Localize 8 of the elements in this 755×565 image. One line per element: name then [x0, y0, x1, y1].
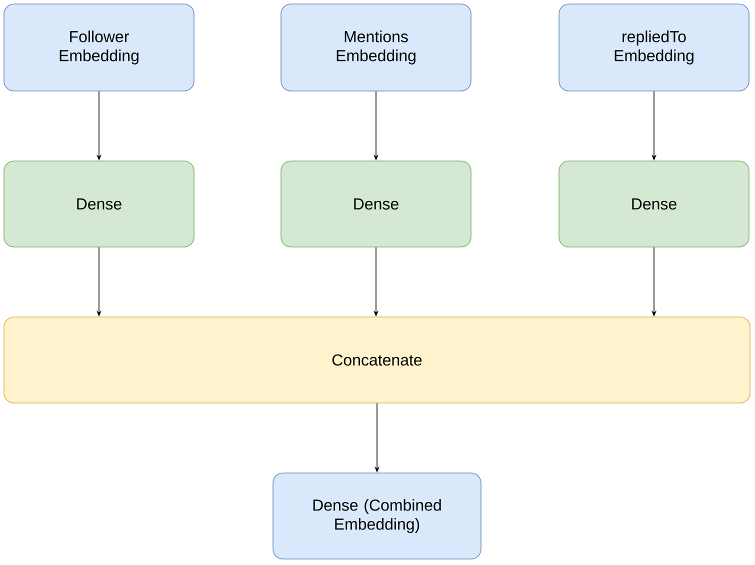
embedding-box: Follower Embedding [4, 4, 194, 92]
dense-box: Dense [558, 160, 750, 248]
dense-box: Dense [4, 160, 194, 248]
embedding-box: Mentions Embedding [280, 4, 472, 92]
dense-box: Dense [280, 160, 472, 248]
embedding-box: Dense (Combined Embedding) [272, 472, 482, 560]
concatenate-box: Concatenate [4, 316, 750, 404]
embedding-box: repliedTo Embedding [558, 4, 750, 92]
